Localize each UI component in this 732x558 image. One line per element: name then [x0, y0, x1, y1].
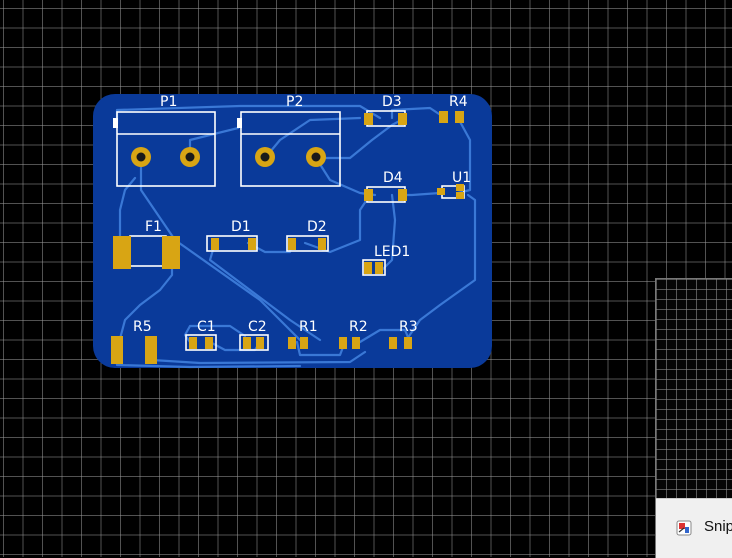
c1-outline — [185, 334, 217, 351]
taskbar-item[interactable]: Snip — [656, 498, 732, 558]
label-d4: D4 — [383, 170, 403, 186]
taskbar-item-label: Snip — [704, 518, 732, 535]
p2-notch — [237, 118, 242, 128]
label-c2: C2 — [248, 319, 267, 335]
label-led1: LED1 — [374, 244, 410, 260]
through-hole-pads — [131, 147, 326, 167]
label-r5: R5 — [133, 319, 152, 335]
d2-outline — [286, 235, 329, 252]
label-r2: R2 — [349, 319, 368, 335]
reference-labels: P1 P2 D3 R4 D4 U1 F1 D1 D2 LED1 R5 C1 C2… — [133, 94, 471, 335]
d1-outline — [206, 235, 258, 252]
label-c1: C1 — [197, 319, 216, 335]
label-r3: R3 — [399, 319, 418, 335]
label-d2: D2 — [307, 219, 327, 235]
label-p1: P1 — [160, 94, 177, 110]
label-d3: D3 — [382, 94, 402, 110]
led1-outline — [362, 259, 386, 276]
label-u1: U1 — [452, 170, 471, 186]
label-f1: F1 — [145, 219, 162, 235]
label-r1: R1 — [299, 319, 318, 335]
label-r4: R4 — [449, 94, 468, 110]
label-p2: P2 — [286, 94, 303, 110]
smd-pads — [111, 111, 464, 364]
snipping-tool-icon — [676, 520, 692, 536]
c2-outline — [239, 334, 269, 351]
silkscreen — [116, 110, 465, 351]
p1-notch — [113, 118, 118, 128]
p2-outline — [240, 111, 341, 187]
label-d1: D1 — [231, 219, 251, 235]
p1-outline — [116, 111, 216, 187]
